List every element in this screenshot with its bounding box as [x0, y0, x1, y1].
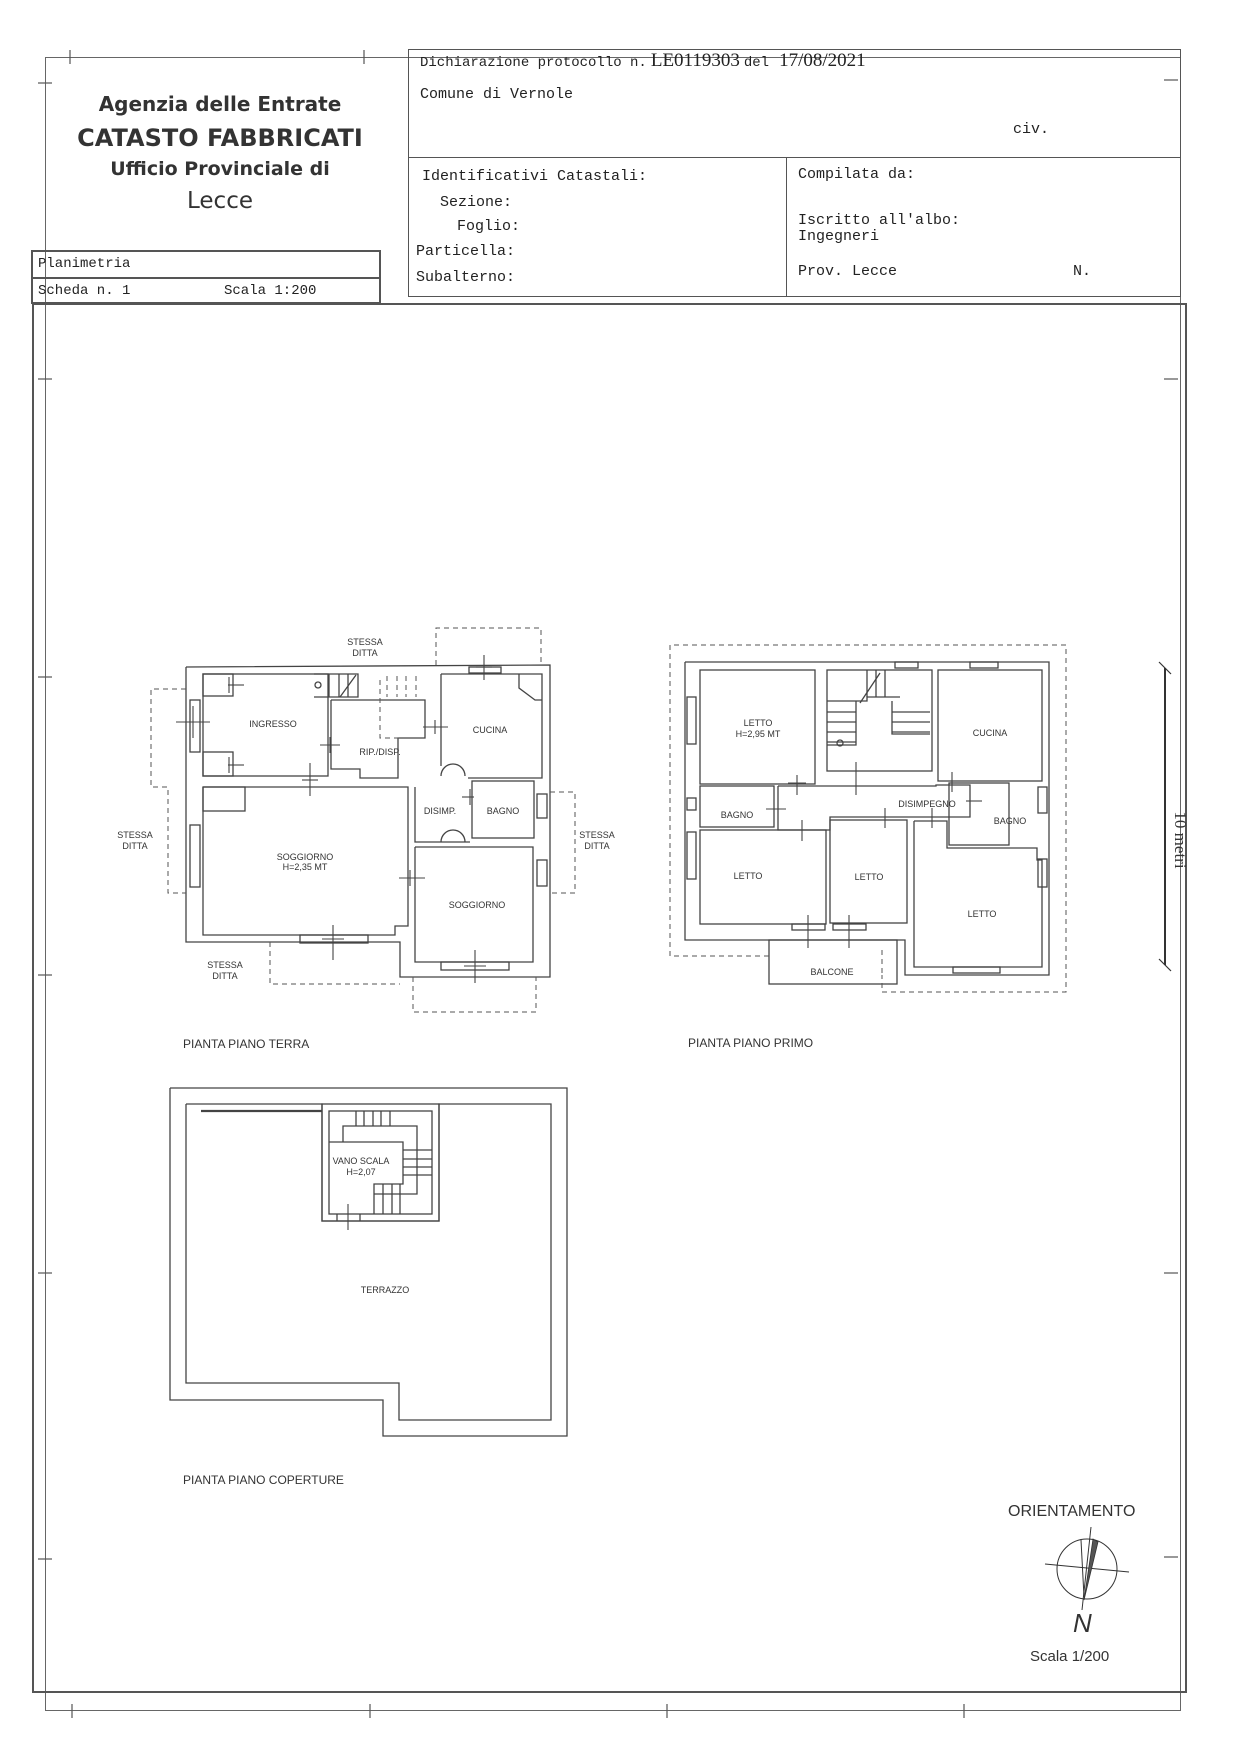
room-letto-3: LETTO [854, 872, 884, 882]
room-cucina: CUCINA [472, 725, 508, 735]
comune-label: Comune di Vernole [420, 86, 574, 103]
orientation-title: ORIENTAMENTO [1008, 1503, 1136, 1520]
province-name: Lecce [186, 188, 253, 214]
room-soggiorno-1: SOGGIORNO [276, 852, 334, 862]
room-disimpegno: DISIMPEGNO [898, 799, 956, 809]
prov-label: Prov. Lecce [798, 263, 898, 280]
protocol-box [408, 49, 1181, 297]
room-cucina-primo: CUCINA [972, 728, 1008, 738]
foglio-label: Foglio: [457, 218, 521, 235]
orientation-scale: Scala 1/200 [1030, 1648, 1110, 1665]
office-label: Ufficio Provinciale di [110, 158, 330, 180]
north-label: N [1073, 1608, 1092, 1638]
identificativi-divider [786, 157, 787, 297]
planimetria-label: Planimetria [38, 256, 131, 272]
protocol-number: LE0119303 [650, 50, 740, 71]
scala-label: Scala 1:200 [224, 283, 317, 299]
caption-piano-primo: PIANTA PIANO PRIMO [688, 1036, 814, 1050]
numero-label: N. [1073, 263, 1092, 280]
caption-piano-terra: PIANTA PIANO TERRA [183, 1037, 310, 1051]
room-soggiorno-2: SOGGIORNO [448, 900, 506, 910]
room-letto-2: LETTO [733, 871, 763, 881]
agency-name: Agenzia delle Entrate [98, 92, 342, 116]
albo-value: Ingegneri [798, 228, 880, 245]
civico-label: civ. [1013, 121, 1050, 138]
room-ingresso: INGRESSO [249, 719, 297, 729]
room-balcone: BALCONE [810, 967, 854, 977]
room-bagno-2: BAGNO [993, 816, 1027, 826]
sezione-label: Sezione: [440, 194, 513, 211]
room-bagno: BAGNO [486, 806, 520, 816]
caption-piano-coperture: PIANTA PIANO COPERTURE [183, 1473, 344, 1487]
outer-frame [45, 57, 1181, 1711]
protocol-date: 17/08/2021 [779, 50, 866, 71]
scheda-label: Scheda n. 1 [38, 283, 131, 299]
identificativi-title: Identificativi Catastali: [422, 168, 648, 185]
room-terrazzo: TERRAZZO [360, 1285, 410, 1295]
room-letto-4: LETTO [967, 909, 997, 919]
room-soggiorno-1-height: H=2,35 MT [282, 862, 328, 872]
room-rip-disp: RIP./DISP. [359, 747, 401, 757]
albo-label: Iscritto all'albo: [798, 212, 961, 229]
protocol-line: Dichiarazione protocollo n. LE0119303 de… [420, 50, 866, 71]
room-bagno-1: BAGNO [720, 810, 754, 820]
planimetria-divider [31, 277, 381, 279]
protocol-divider [408, 157, 1181, 158]
catasto-title: CATASTO FABBRICATI [77, 124, 363, 152]
drawing-frame [32, 303, 1187, 1693]
room-disimp: DISIMP. [423, 806, 457, 816]
particella-label: Particella: [416, 243, 516, 260]
subalterno-label: Subalterno: [416, 269, 516, 286]
compilata-title: Compilata da: [798, 166, 916, 183]
